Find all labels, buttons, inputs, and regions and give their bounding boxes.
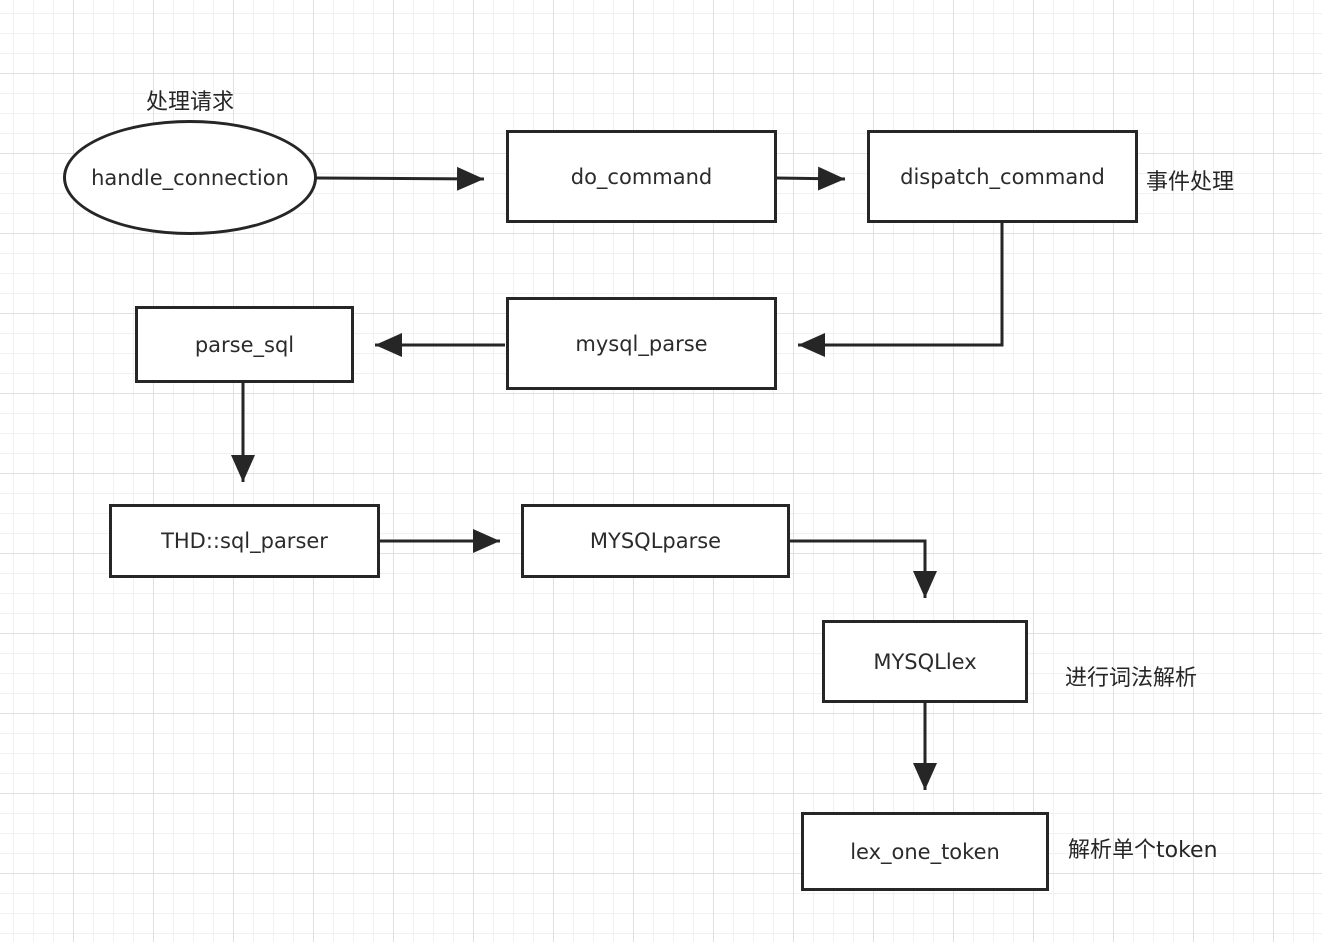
note-event-handling: 事件处理 xyxy=(1146,170,1235,195)
node-mysqllex[interactable]: MYSQLlex xyxy=(822,620,1028,703)
note-handle-request: 处理请求 xyxy=(146,90,235,115)
note-parse-single-token: 解析单个token xyxy=(1068,838,1218,863)
node-mysqlparse[interactable]: MYSQLparse xyxy=(521,504,790,578)
node-parse-sql[interactable]: parse_sql xyxy=(135,306,354,383)
node-handle-connection[interactable]: handle_connection xyxy=(63,120,317,235)
note-lexical-analysis: 进行词法解析 xyxy=(1065,666,1198,691)
edge-do-command-to-dispatch-command xyxy=(775,166,846,191)
node-dispatch-command[interactable]: dispatch_command xyxy=(867,130,1138,223)
node-thd-sql-parser[interactable]: THD::sql_parser xyxy=(109,504,380,578)
edge-dispatch-command-to-mysql-parse xyxy=(798,222,1004,357)
node-mysql-parse[interactable]: mysql_parse xyxy=(506,297,777,390)
edge-handle-connection-to-do-command xyxy=(315,166,485,191)
node-do-command[interactable]: do_command xyxy=(506,130,777,223)
edge-mysqlparse-to-mysqllex xyxy=(789,539,937,598)
node-lex-one-token[interactable]: lex_one_token xyxy=(801,812,1049,891)
